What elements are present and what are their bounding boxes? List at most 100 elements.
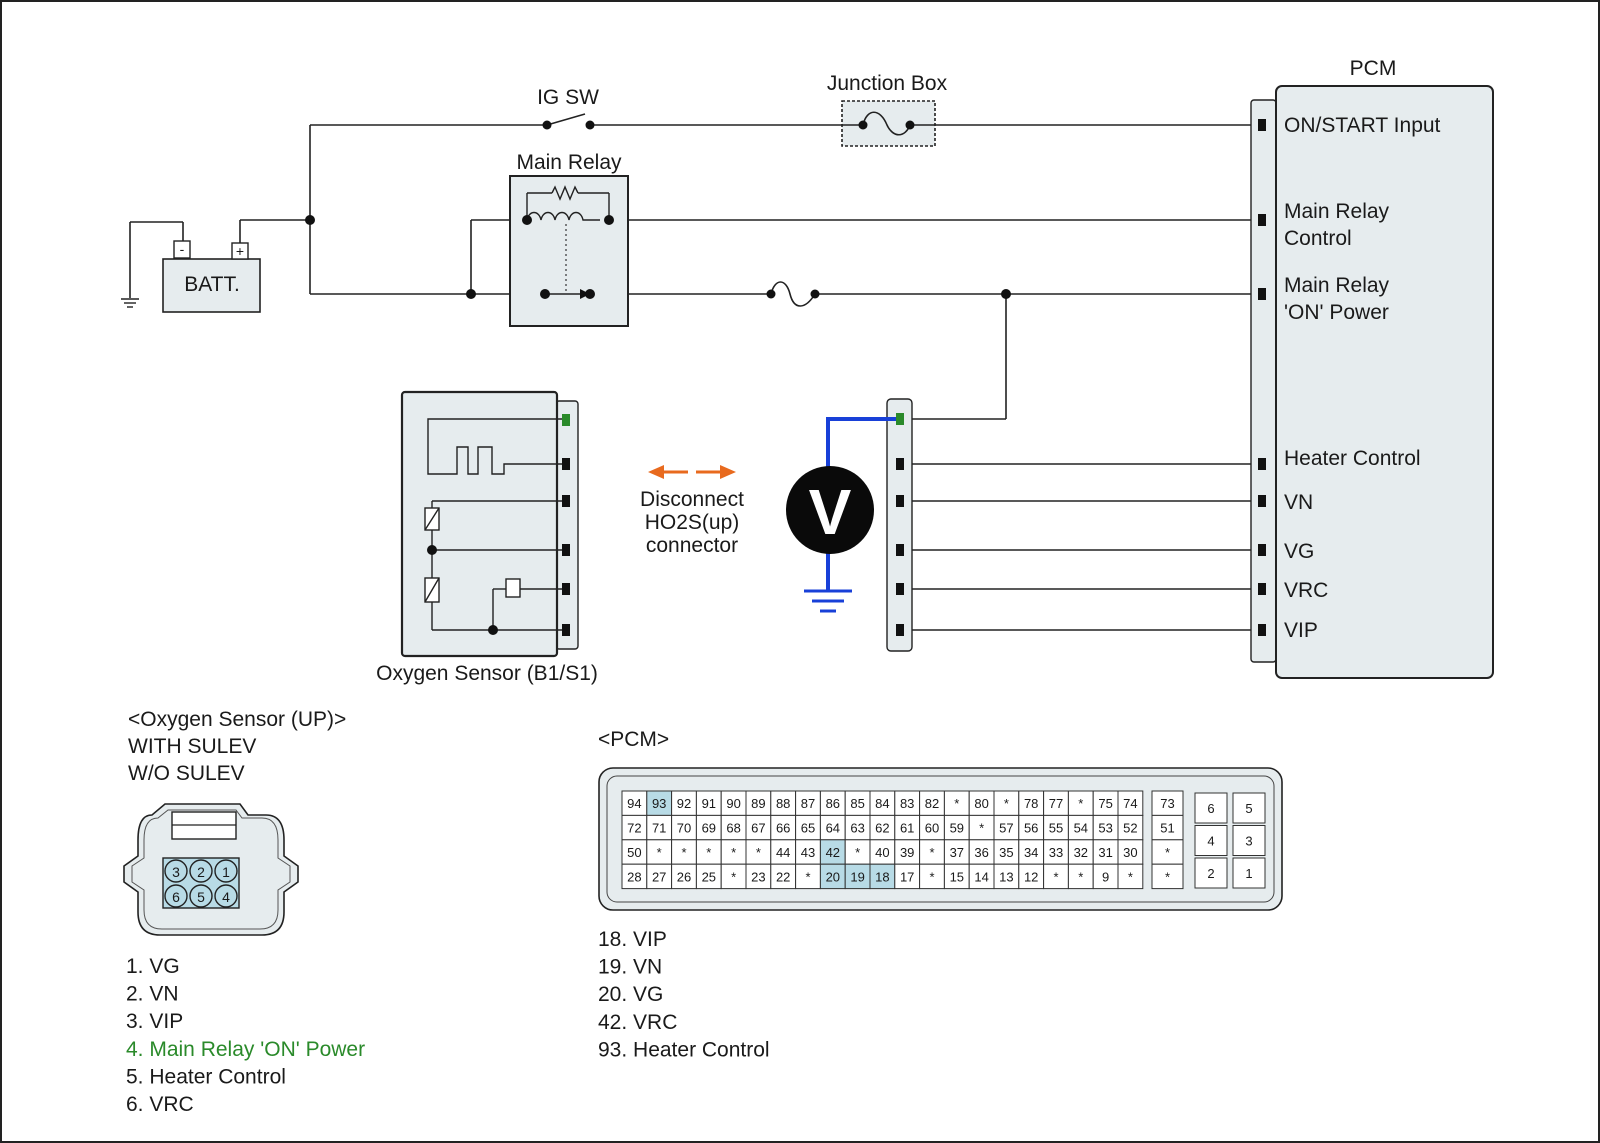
pcm-grid-cell-label: 42	[826, 845, 840, 860]
pcm-grid-cell	[1117, 863, 1144, 890]
pcm-grid-cell	[993, 839, 1020, 865]
o2-legend-item: 1. VG	[126, 955, 180, 978]
pcm-grid-cell-label: 13	[999, 869, 1013, 884]
pcm-grid-cell	[943, 790, 970, 816]
o2-connector-header-3: W/O SULEV	[128, 762, 245, 785]
pcm-grid-cell	[894, 814, 921, 841]
pcm-pin-main-relay-power-2: 'ON' Power	[1284, 301, 1389, 324]
o2-connector-face	[123, 803, 299, 936]
pcm-legend-item: 18. VIP	[598, 928, 667, 951]
pcm-small-cell-label: 3	[1245, 834, 1252, 849]
pcm-grid-cell-label: 25	[702, 869, 716, 884]
junction-dots	[305, 120, 1011, 299]
pcm-grid-cell-label: 17	[900, 869, 914, 884]
pcm-side-cell-label: *	[1165, 845, 1170, 860]
pcm-grid-cell	[770, 839, 797, 865]
pcm-grid-cell	[819, 839, 846, 865]
pcm-grid-cell-label: 33	[1049, 845, 1063, 860]
pcm-grid-cell-label: 31	[1098, 845, 1112, 860]
pcm-grid-cell	[745, 863, 772, 890]
pcm-legend-item: 20. VG	[598, 983, 663, 1006]
pcm-grid-cell-label: 94	[627, 796, 641, 811]
pcm-grid-cell	[621, 814, 648, 841]
o2-pin-6: 6	[172, 889, 180, 905]
o2-pin-1: 1	[222, 864, 230, 880]
pcm-grid-cell-label: 63	[850, 821, 864, 836]
pcm-small-cell-label: 2	[1207, 866, 1214, 881]
pcm-grid-cell-label: 61	[900, 821, 914, 836]
voltmeter-icon	[786, 417, 896, 613]
ig-switch-label: IG SW	[537, 86, 599, 109]
pcm-grid-cell	[646, 863, 673, 890]
pcm-grid-cell-label: *	[929, 845, 934, 860]
pcm-grid-cell-label: 40	[875, 845, 889, 860]
pcm-pin-vrc: VRC	[1284, 579, 1328, 602]
pcm-grid-cell-label: *	[805, 869, 810, 884]
pcm-grid-cell-label: 70	[677, 821, 691, 836]
pcm-grid-cell-label: 9	[1102, 869, 1109, 884]
pcm-grid-cell-label: *	[1128, 869, 1133, 884]
pcm-grid-cell-label: *	[731, 869, 736, 884]
o2-pin-3: 3	[172, 864, 180, 880]
pcm-small-cell-label: 4	[1207, 834, 1214, 849]
pcm-grid-cell-label: 36	[974, 845, 988, 860]
pcm-grid-cell-label: 12	[1024, 869, 1038, 884]
battery-neg-sign: -	[180, 241, 185, 257]
pcm-grid-cell	[1067, 863, 1094, 890]
pcm-grid-cell-label: *	[929, 869, 934, 884]
pcm-grid-cell-label: 77	[1049, 796, 1063, 811]
pcm-grid-cell	[671, 863, 697, 890]
pcm-grid-cell-label: 72	[627, 821, 641, 836]
pcm-grid-cell-label: 18	[875, 869, 889, 884]
pcm-small-cell-label: 6	[1207, 801, 1214, 816]
battery-icon	[162, 240, 261, 313]
pcm-grid-cell-label: *	[1078, 796, 1083, 811]
pcm-legend-item: 19. VN	[598, 956, 662, 979]
pcm-grid-cell-label: 80	[974, 796, 988, 811]
pcm-grid-cell-label: *	[681, 845, 686, 860]
pcm-grid-cell-label: 57	[999, 821, 1013, 836]
o2-pin-2: 2	[197, 864, 205, 880]
pcm-grid-cell	[671, 839, 697, 865]
pcm-grid-cell-label: *	[1004, 796, 1009, 811]
o2-pin-5: 5	[197, 889, 205, 905]
pcm-grid-cell-label: 93	[652, 796, 666, 811]
pcm-grid-cell	[919, 863, 945, 890]
pcm-grid-cell-label: *	[855, 845, 860, 860]
pcm-grid-cell-label: 64	[826, 821, 840, 836]
pcm-grid-cell-label: 82	[925, 796, 939, 811]
pcm-small-cell	[1232, 857, 1266, 889]
pcm-pin-vip: VIP	[1284, 619, 1318, 642]
pcm-grid-cell-label: 35	[999, 845, 1013, 860]
battery-ground-icon	[121, 298, 139, 308]
pcm-grid-cell	[993, 814, 1020, 841]
pcm-grid-cell-label: 52	[1123, 821, 1137, 836]
pcm-grid-cell-label: 68	[726, 821, 740, 836]
pcm-grid-cell-label: 34	[1024, 845, 1038, 860]
pcm-grid-cell-label: *	[979, 821, 984, 836]
pcm-grid-cell	[1092, 863, 1119, 890]
pcm-grid-cell	[1018, 863, 1045, 890]
pcm-legend-item: 42. VRC	[598, 1011, 677, 1034]
pcm-grid-cell-label: 26	[677, 869, 691, 884]
pcm-small-cell	[1232, 825, 1266, 856]
o2-legend-item: 5. Heater Control	[126, 1065, 286, 1088]
pcm-grid-cell	[894, 790, 921, 816]
junction-box	[841, 100, 936, 147]
pcm-side-cell-label: 51	[1160, 821, 1174, 836]
pcm-grid-cell-label: 71	[652, 821, 666, 836]
pcm-legend-item: 93. Heater Control	[598, 1038, 770, 1061]
pcm-side-cell-label: *	[1165, 869, 1170, 884]
pcm-grid-cell-label: 14	[974, 869, 988, 884]
pcm-grid-cell	[1117, 790, 1144, 816]
pcm-pin-vg: VG	[1284, 540, 1314, 563]
pcm-grid-cell-label: 75	[1098, 796, 1112, 811]
pcm-grid-cell	[795, 814, 821, 841]
pcm-grid-cell	[869, 814, 896, 841]
pcm-grid-cell-label: 43	[801, 845, 815, 860]
o2-legend-item: 4. Main Relay 'ON' Power	[126, 1038, 365, 1061]
pcm-grid-cell	[745, 814, 772, 841]
pcm-grid-cell-label: 88	[776, 796, 790, 811]
pcm-grid-cell	[993, 790, 1020, 816]
pcm-grid-cell	[795, 863, 821, 890]
